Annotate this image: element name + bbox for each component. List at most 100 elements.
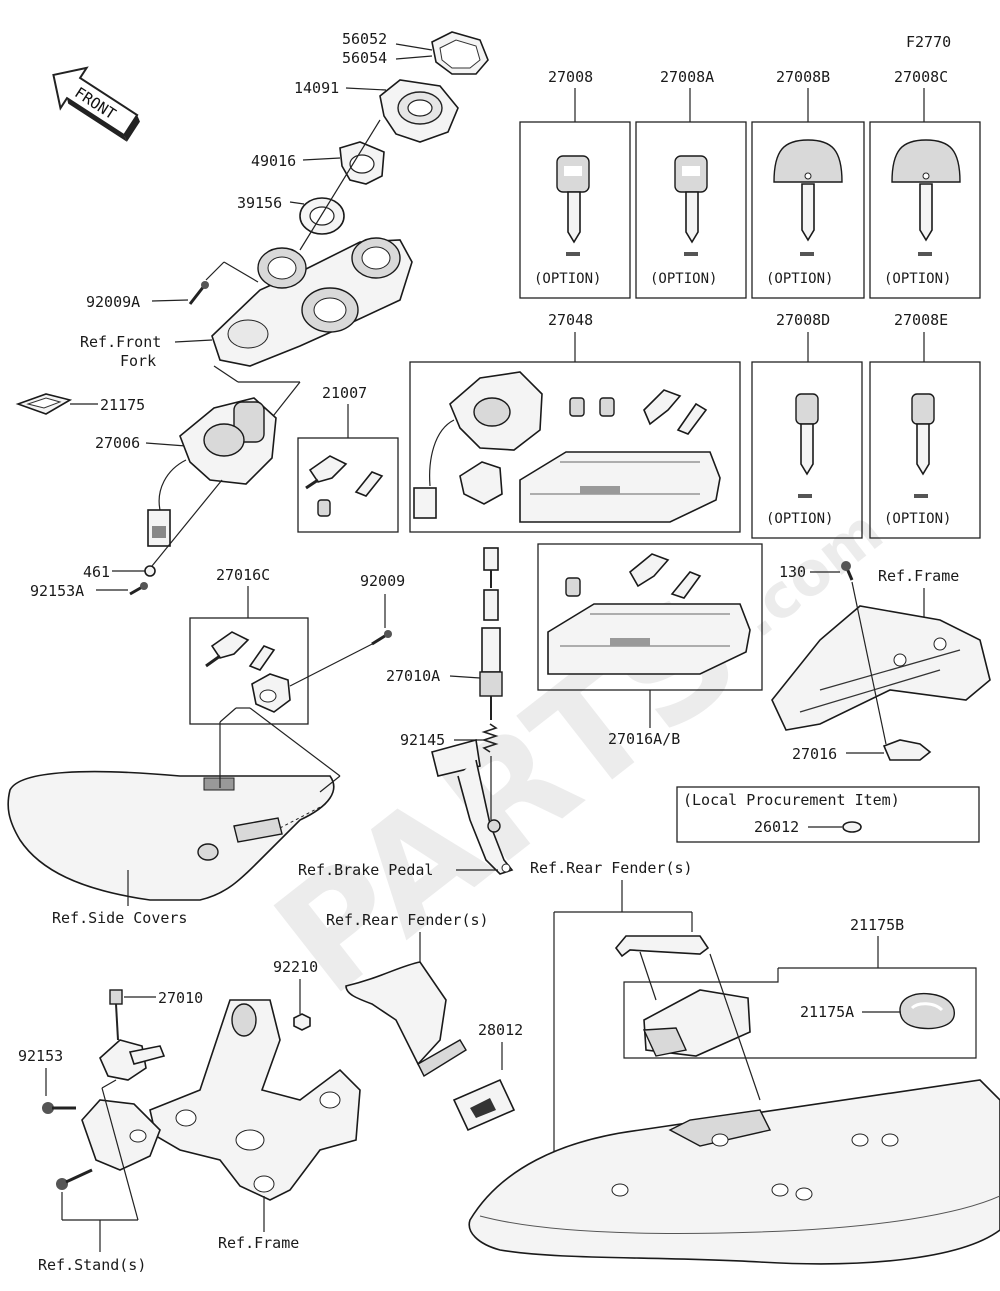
key-27008C-icon [891, 139, 961, 256]
label-27008D: 27008D [776, 311, 830, 329]
bolt-92009A-icon [188, 281, 209, 305]
gasket-26012-icon [842, 821, 862, 833]
plate-49016-icon [339, 141, 385, 185]
ring-39156-icon [299, 197, 345, 235]
label-92210: 92210 [273, 958, 318, 976]
label-21175A: 21175A [800, 1003, 854, 1021]
option-27008A: (OPTION) [650, 271, 717, 287]
label-27010: 27010 [158, 989, 203, 1007]
box-27008B [751, 121, 865, 299]
kit-27016C-icon [205, 631, 291, 713]
top-bracket-icon [211, 237, 413, 367]
spring-92145-icon [481, 723, 499, 753]
box-27048 [409, 361, 741, 533]
label-461: 461 [83, 563, 110, 581]
washer-461-icon [144, 565, 156, 577]
kit-27016AB-icon [547, 553, 751, 675]
local-procurement-title: (Local Procurement Item) [683, 791, 900, 809]
option-27008E: (OPTION) [884, 511, 951, 527]
figure-code: F2770 [906, 33, 951, 51]
switch-27010-icon [99, 989, 166, 1081]
label-ref-rear-fender-right: Ref.Rear Fender(s) [530, 859, 693, 877]
module-21175-icon [642, 989, 751, 1057]
label-27016AB: 27016A/B [608, 730, 680, 748]
label-plate-28012-icon [452, 1078, 516, 1132]
box-27008C [869, 121, 981, 299]
bolt-92153-icon [42, 1102, 76, 1114]
label-92145: 92145 [400, 731, 445, 749]
cover-14091-icon [379, 79, 459, 143]
option-27008C: (OPTION) [884, 271, 951, 287]
label-28012: 28012 [478, 1021, 523, 1039]
label-92153: 92153 [18, 1047, 63, 1065]
box-27016C [189, 617, 309, 725]
label-14091: 14091 [294, 79, 339, 97]
option-27008B: (OPTION) [766, 271, 833, 287]
tag-21175A-icon [899, 992, 955, 1030]
brake-pedal-icon [431, 738, 514, 875]
label-27008E: 27008E [894, 311, 948, 329]
front-arrow-icon: FRONT [52, 66, 140, 142]
label-56054: 56054 [342, 49, 387, 67]
box-21007 [297, 437, 399, 533]
key-27008-icon [556, 155, 590, 256]
box-27008E [869, 361, 981, 539]
box-27008A [635, 121, 747, 299]
label-26012: 26012 [754, 818, 799, 836]
bracket-21175B-icon [614, 935, 710, 958]
bolt-130-icon [841, 561, 854, 581]
label-ref-rear-fender-center: Ref.Rear Fender(s) [326, 911, 489, 929]
frame-bottom-icon [149, 999, 361, 1201]
label-27048: 27048 [548, 311, 593, 329]
box-27008D [751, 361, 863, 539]
key-27008E-icon [911, 393, 935, 498]
option-27008: (OPTION) [534, 271, 601, 287]
fender-piece-icon [345, 961, 467, 1077]
kit-27048-icon [413, 371, 721, 523]
label-21175B: 21175B [850, 916, 904, 934]
label-ref-frame-top: Ref.Frame [878, 567, 959, 585]
frame-top-icon [771, 605, 991, 731]
label-ref-front-fork-2: Fork [120, 352, 156, 370]
tag-21175-icon [15, 393, 73, 415]
label-ref-frame-bottom: Ref.Frame [218, 1234, 299, 1252]
label-27008A: 27008A [660, 68, 714, 86]
cap-56052-icon [431, 31, 489, 75]
label-ref-stands: Ref.Stand(s) [38, 1256, 146, 1274]
label-27016: 27016 [792, 745, 837, 763]
keys-21007-icon [305, 455, 384, 517]
label-92009A: 92009A [86, 293, 140, 311]
local-procurement-box [676, 786, 980, 843]
label-21175: 21175 [100, 396, 145, 414]
label-27010A: 27010A [386, 667, 440, 685]
watermark: PARTS .com [245, 496, 896, 1028]
rear-fender-icon [468, 1079, 1000, 1265]
option-27008D: (OPTION) [766, 511, 833, 527]
label-ref-front-fork-1: Ref.Front [80, 333, 161, 351]
label-130: 130 [779, 563, 806, 581]
nut-92210-icon [293, 1013, 311, 1031]
label-92009: 92009 [360, 572, 405, 590]
key-27008A-icon [674, 155, 708, 256]
label-27008C: 27008C [894, 68, 948, 86]
label-27008: 27008 [548, 68, 593, 86]
label-27016C: 27016C [216, 566, 270, 584]
label-ref-brake-pedal: Ref.Brake Pedal [298, 861, 433, 879]
bolt-92009-icon [371, 630, 392, 646]
label-56052: 56052 [342, 30, 387, 48]
sensor-27010A-icon [479, 547, 503, 720]
key-27008B-icon [773, 139, 843, 256]
label-21007: 21007 [322, 384, 367, 402]
label-ref-side-covers: Ref.Side Covers [52, 909, 187, 927]
ignition-switch-27006-icon [147, 397, 277, 547]
label-92153A: 92153A [30, 582, 84, 600]
box-27008 [519, 121, 631, 299]
label-39156: 39156 [237, 194, 282, 212]
label-27006: 27006 [95, 434, 140, 452]
bolt-stand-icon [56, 1168, 93, 1190]
label-27008B: 27008B [776, 68, 830, 86]
sensor-27016-icon [882, 739, 932, 761]
key-27008D-icon [795, 393, 819, 498]
side-cover-icon [7, 770, 335, 901]
